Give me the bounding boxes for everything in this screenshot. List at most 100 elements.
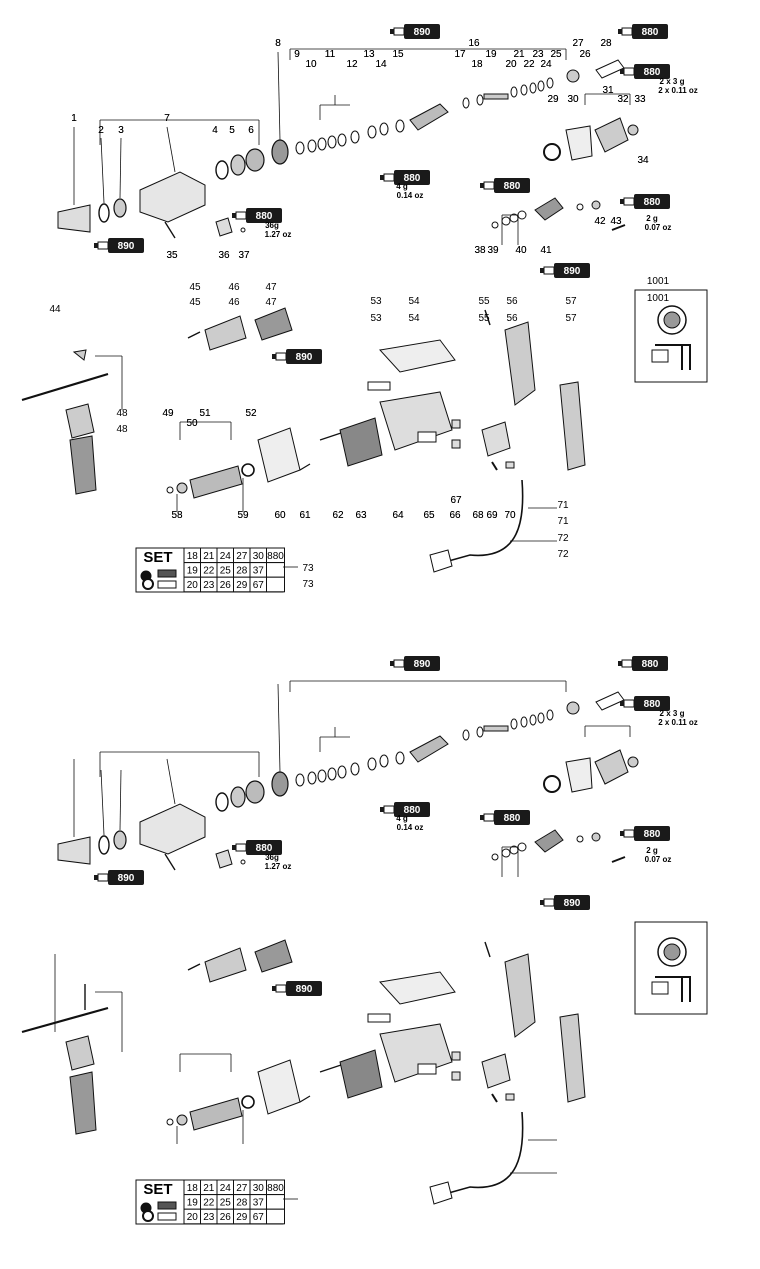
part-shape (651, 981, 669, 995)
grease-qty: 0.07 oz (645, 855, 672, 864)
part-number-33: 33 (634, 94, 646, 105)
ring-part (546, 77, 554, 89)
grease-qty: 2 x 0.11 oz (658, 718, 698, 727)
part-number-16: 16 (468, 38, 480, 49)
ring-part (476, 94, 484, 106)
part-number-13: 13 (363, 49, 375, 60)
ring-part (350, 762, 360, 776)
part-number-72: 72 (557, 533, 569, 544)
ring-part (510, 718, 518, 730)
part-number-17: 17 (454, 49, 466, 60)
set-table-cell: 28 (236, 566, 248, 577)
part-number-55: 55 (478, 296, 490, 307)
set-table-cell: 19 (187, 1198, 199, 1209)
part-number-15: 15 (392, 49, 404, 60)
part-number-11: 11 (325, 49, 336, 60)
part-number-37: 37 (238, 250, 250, 261)
ring-part (271, 771, 289, 797)
part-number-59: 59 (237, 510, 249, 521)
ring-part (462, 729, 470, 741)
grease-qty: 4 g (396, 182, 408, 191)
part-shape (634, 921, 708, 1015)
ring-part (113, 830, 127, 850)
part-number-24: 24 (540, 59, 552, 70)
part-shape (142, 1210, 154, 1222)
part-number-3: 3 (118, 125, 124, 136)
part-number-69: 69 (486, 510, 498, 521)
part-shape (655, 976, 691, 1002)
leader-line (164, 853, 176, 871)
grease-tube-label: 890 (118, 241, 135, 252)
part-number-10: 10 (305, 59, 317, 70)
set-table-cell: 23 (203, 1212, 215, 1223)
ring-part (271, 139, 289, 165)
grease-qty: 2 g (646, 846, 658, 855)
part-number-30: 30 (567, 94, 579, 105)
part-number-66: 66 (449, 510, 461, 521)
part-shape (257, 1059, 301, 1115)
part-shape (417, 431, 437, 443)
set-table-cell: 28 (236, 1198, 248, 1209)
part-number-29: 29 (547, 94, 559, 105)
part-shape (491, 221, 499, 229)
part-number-53: 53 (370, 313, 382, 324)
ring-part (337, 765, 347, 779)
ring-part (510, 86, 518, 98)
grease-tube-icon: 880 (617, 23, 669, 40)
part-number-31: 31 (602, 85, 614, 96)
part-number-33: 33 (634, 94, 646, 105)
part-number-45: 45 (189, 282, 201, 293)
set-table-cell: 67 (253, 1212, 265, 1223)
part-number-25: 25 (550, 49, 562, 60)
set-table-cell: 37 (253, 566, 265, 577)
leader-line (491, 1093, 498, 1103)
part-number-10: 10 (305, 59, 317, 70)
part-number-73: 73 (302, 563, 314, 574)
grease-tube-label: 880 (644, 197, 661, 208)
part-number-18: 18 (471, 59, 483, 70)
part-number-42: 42 (594, 216, 606, 227)
part-number-21: 21 (513, 49, 525, 60)
part-number-67: 67 (450, 495, 462, 506)
part-number-26: 26 (579, 49, 591, 60)
leader-line (611, 224, 626, 231)
leader-line (119, 769, 122, 831)
grease-tube-icon: 890 (93, 237, 145, 254)
ring-part (215, 160, 229, 180)
part-shape (444, 1111, 524, 1195)
set-title: SET (143, 1181, 172, 1198)
ring-part (520, 716, 528, 728)
part-number-43: 43 (610, 216, 622, 227)
part-number-51: 51 (199, 408, 211, 419)
part-shape (367, 1013, 391, 1023)
part-number-52: 52 (245, 408, 257, 419)
ring-part (98, 203, 110, 223)
part-shape (651, 349, 669, 363)
ring-part (367, 125, 377, 139)
part-shape (481, 1053, 511, 1089)
set-table-cell: 20 (187, 580, 199, 591)
part-shape (367, 381, 391, 391)
set-table-cell: 22 (203, 566, 215, 577)
leader-line (491, 461, 498, 471)
grease-tube-label: 880 (256, 843, 273, 854)
set-table-cell: 20 (187, 1212, 199, 1223)
part-shape (379, 971, 456, 1005)
grease-qty: 2 x 3 g (660, 709, 685, 718)
part-number-65: 65 (423, 510, 435, 521)
leader-line (187, 963, 201, 971)
part-shape (65, 1035, 95, 1071)
grease-tube-icon: 890 (389, 23, 441, 40)
leader-line (187, 331, 201, 339)
grease-tube-icon: 880 (479, 809, 531, 826)
ring-part (317, 137, 327, 151)
part-number-65: 65 (423, 510, 435, 521)
part-shape (69, 1071, 97, 1135)
part-shape (266, 576, 285, 593)
set-table-cell: 29 (236, 580, 248, 591)
part-number-7: 7 (164, 113, 170, 124)
part-shape (451, 1051, 461, 1061)
leader-line (277, 51, 281, 141)
part-shape (501, 216, 511, 226)
